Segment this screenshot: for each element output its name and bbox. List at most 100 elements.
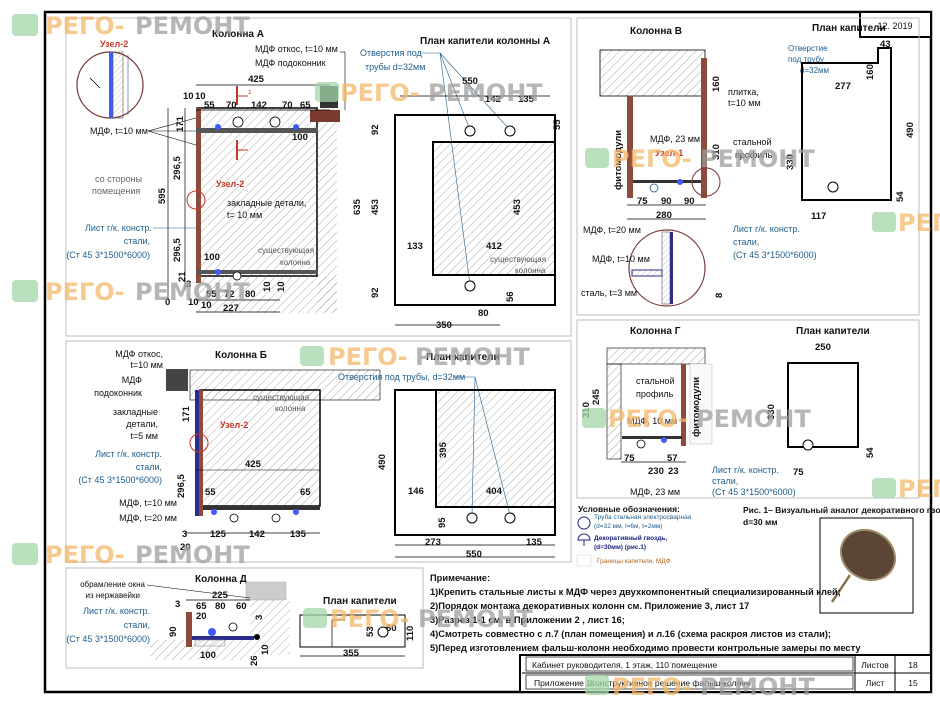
svg-text:142: 142	[251, 100, 267, 111]
svg-text:350: 350	[436, 320, 452, 331]
plan-g-section: План капители 250 330 54 75	[766, 326, 876, 478]
note-item: 3)Разрез 1-1 см. в Приложении 2 , лист 1…	[430, 615, 625, 625]
steel-sheet-label: Лист г/к. констр.	[85, 223, 152, 233]
plan-a-title: План капители колонны А	[420, 36, 550, 47]
svg-text:54: 54	[865, 447, 876, 458]
svg-text:(Ст 45 3*1500*6000): (Ст 45 3*1500*6000)	[78, 475, 162, 485]
svg-text:57: 57	[667, 453, 678, 464]
svg-text:РЕМОНТ: РЕМОНТ	[418, 605, 533, 633]
house-logo-icon	[12, 14, 38, 36]
svg-text:245: 245	[591, 388, 602, 405]
svg-text:10: 10	[276, 281, 287, 292]
svg-text:РЕГО-: РЕГО-	[898, 475, 940, 503]
pipe-icon	[232, 116, 244, 128]
svg-text:10: 10	[260, 644, 271, 655]
mdf-panel-top	[196, 128, 318, 133]
steel-sheet-label: Лист г/к. констр.	[83, 606, 150, 616]
svg-text:55: 55	[204, 100, 215, 111]
nail-icon	[215, 124, 221, 130]
svg-text:425: 425	[248, 74, 265, 85]
nail-icon	[677, 179, 683, 185]
note-item: 4)Смотреть совместно с л.7 (план помещен…	[430, 629, 831, 639]
svg-text:296,5: 296,5	[176, 474, 187, 498]
watermark: РЕГО- РЕМОНТ	[303, 605, 533, 633]
pipe-hole-icon	[377, 626, 389, 638]
note-item: 2)Порядок монтажа декоративных колонн см…	[430, 601, 749, 611]
svg-text:помещения: помещения	[92, 186, 140, 196]
plan-a-section: План капители колонны А Отверстия под тр…	[352, 36, 563, 331]
svg-text:595: 595	[157, 187, 168, 204]
svg-text:75: 75	[637, 196, 648, 207]
svg-text:171: 171	[175, 115, 186, 132]
svg-text:Труба стальная электросварная: Труба стальная электросварная	[594, 513, 692, 521]
column-a-title: Колонна А	[212, 29, 264, 40]
section-mark: 1	[248, 89, 252, 96]
svg-text:53: 53	[365, 626, 376, 637]
svg-text:54: 54	[895, 191, 906, 202]
svg-text:227: 227	[223, 303, 239, 314]
svg-text:635: 635	[352, 198, 363, 215]
svg-text:(d=30мм) (рис.1): (d=30мм) (рис.1)	[594, 544, 646, 551]
svg-text:РЕГО-: РЕГО-	[45, 541, 125, 569]
svg-text:d=30 мм: d=30 мм	[743, 517, 778, 527]
watermarks: РЕГО- РЕМОНТ РЕГО- РЕМОНТ РЕГО- РЕМОНТ Р…	[12, 12, 940, 701]
svg-text:55: 55	[205, 487, 216, 498]
svg-text:142: 142	[485, 94, 501, 105]
svg-text:колонна: колонна	[275, 404, 306, 413]
mdf-label: МДФ, t=10 мм	[90, 126, 148, 136]
svg-text:125: 125	[210, 529, 227, 540]
sheets-count-value: 18	[908, 660, 918, 670]
existing-column	[199, 389, 321, 507]
pipe-hole-icon	[466, 512, 478, 524]
svg-text:t=10 мм: t=10 мм	[130, 360, 163, 370]
room-side-label: со стороны	[95, 174, 142, 184]
svg-text:225: 225	[212, 590, 229, 601]
svg-text:70: 70	[226, 100, 237, 111]
plan-d-outline	[299, 614, 406, 648]
column-v-section: Колонна В плитка, t=10 мм МДФ, 23 мм ста…	[581, 26, 817, 307]
svg-text:90: 90	[661, 196, 672, 207]
pipe-hole-icon	[802, 439, 814, 451]
nail-icon	[293, 509, 299, 515]
pipe-icon	[228, 622, 238, 632]
house-logo-icon	[872, 478, 896, 498]
svg-text:330: 330	[766, 404, 777, 420]
svg-text:100: 100	[292, 132, 308, 143]
svg-text:(Ст 45 3*1500*6000): (Ст 45 3*1500*6000)	[66, 634, 150, 644]
svg-text:65: 65	[196, 601, 207, 612]
mdf-sill-label: МДФ	[122, 375, 142, 385]
mdf-panel-left	[627, 96, 633, 198]
svg-text:160: 160	[865, 64, 876, 80]
svg-text:280: 280	[656, 210, 672, 221]
phyto-label: фитомодули	[691, 377, 702, 437]
svg-text:t=10 мм: t=10 мм	[728, 98, 761, 108]
svg-text:395: 395	[438, 441, 449, 458]
svg-text:60: 60	[386, 623, 397, 634]
watermark: РЕГО-	[872, 209, 940, 237]
window-frame-label: обрамление окна	[80, 580, 145, 589]
svg-text:310: 310	[711, 144, 722, 160]
svg-text:20: 20	[180, 542, 191, 553]
panel-column-d	[65, 567, 424, 669]
svg-text:10: 10	[183, 91, 194, 102]
svg-text:43: 43	[880, 39, 891, 50]
svg-text:412: 412	[486, 241, 502, 252]
svg-text:существующая: существующая	[253, 393, 309, 402]
svg-text:РЕМОНТ: РЕМОНТ	[135, 278, 250, 306]
column-d-title: Колонна Д	[195, 574, 247, 585]
svg-text:55: 55	[552, 119, 563, 130]
existing-column-label: существующая	[258, 246, 314, 255]
svg-text:80: 80	[478, 308, 489, 319]
figure-caption: Рис. 1– Визуальный аналог декоративного …	[743, 505, 940, 515]
holes-label: Отверстия под трубы, d=32мм	[338, 372, 465, 382]
plan-v-section: План капители Отверстие под трубу d=32мм…	[785, 23, 916, 222]
svg-text:стали,: стали,	[124, 620, 150, 630]
note-item: 5)Перед изготовлением фальш-колонн необх…	[430, 643, 861, 653]
svg-text:РЕГО-: РЕГО-	[608, 405, 688, 433]
panel-column-v	[576, 17, 920, 316]
mdf-20-label: МДФ, t=20 мм	[583, 225, 641, 235]
svg-text:d=32мм: d=32мм	[800, 66, 829, 75]
mdf-23-label: МДФ, 23 мм	[630, 487, 680, 497]
existing-column	[196, 107, 318, 277]
